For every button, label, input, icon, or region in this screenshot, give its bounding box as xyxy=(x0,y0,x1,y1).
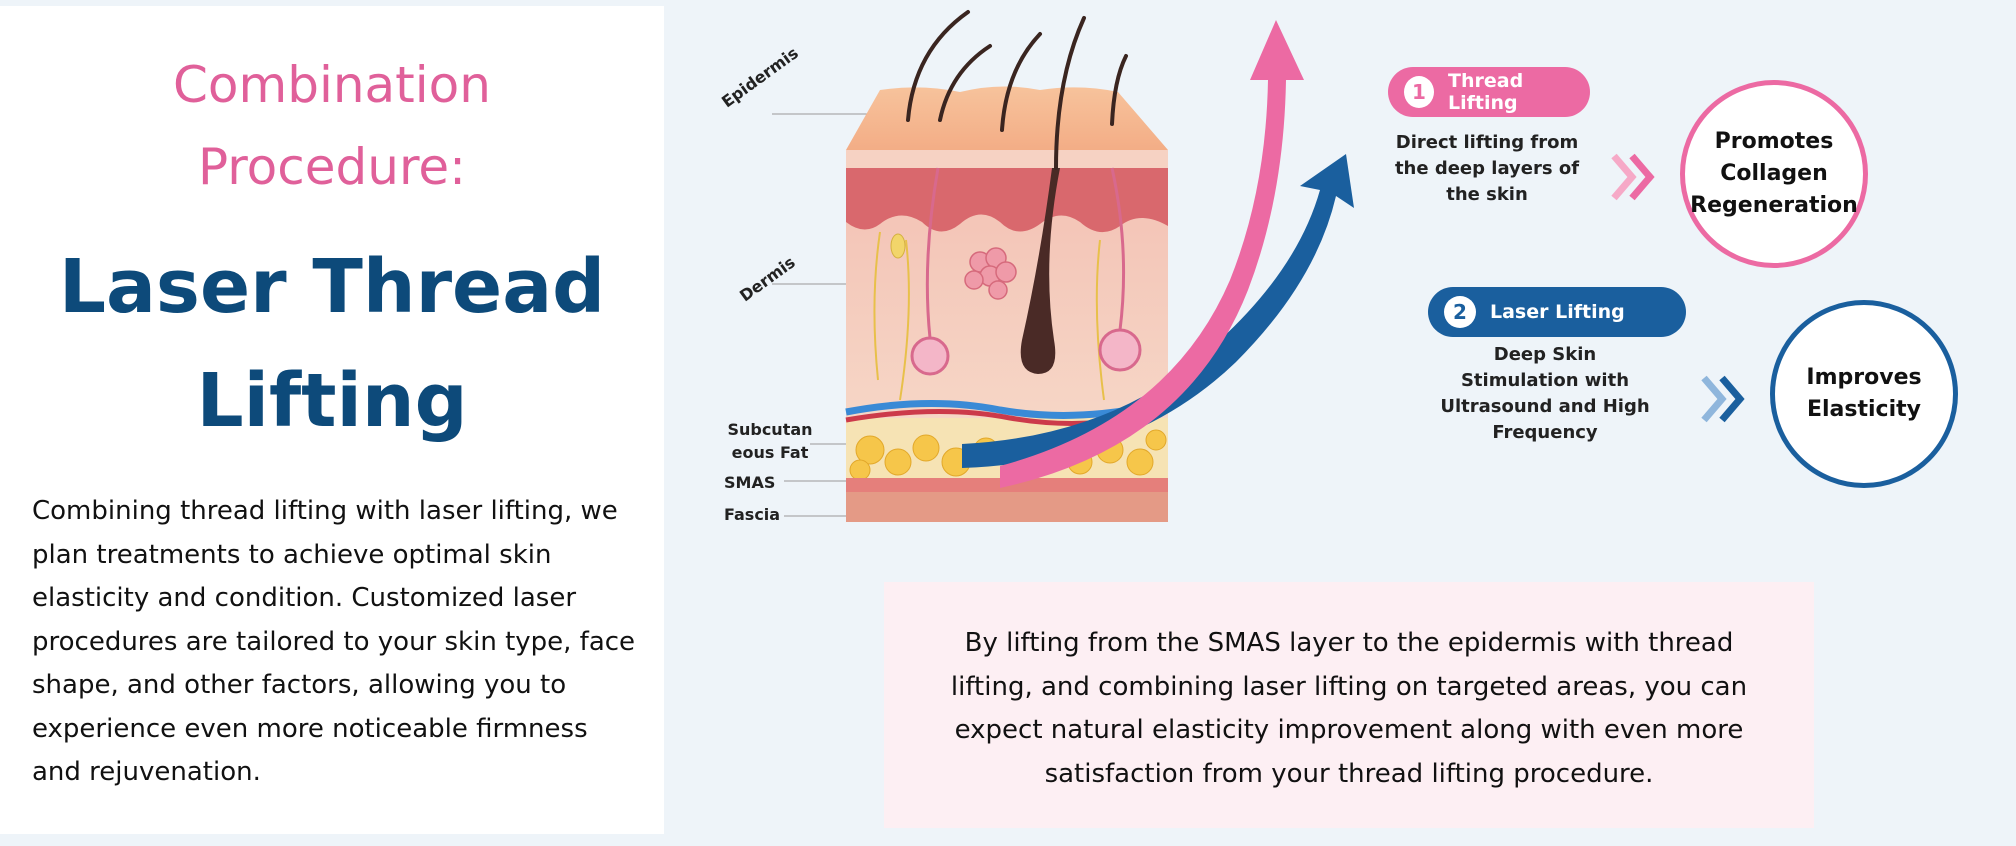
subcutaneous-line-2: eous Fat xyxy=(731,443,809,462)
desc-2-line-2: Stimulation with xyxy=(1460,370,1630,391)
step-number-1: 1 xyxy=(1404,76,1435,108)
nerve-fibres xyxy=(873,231,1105,401)
subcutaneous-fat-label: Subcutan eous Fat xyxy=(724,418,816,464)
laser-lifting-label: Laser Lifting xyxy=(1490,301,1625,323)
result-1-line-2: Collagen xyxy=(1720,161,1828,186)
fascia-label: Fascia xyxy=(724,505,781,524)
hair-strands xyxy=(906,10,1128,170)
thread-lifting-description: Direct lifting from the deep layers of t… xyxy=(1390,130,1584,208)
skin-cross-section-illustration xyxy=(772,10,1354,522)
result-2-line-2: Elasticity xyxy=(1806,397,1921,422)
desc-1-line-2: the deep layers of xyxy=(1394,158,1580,179)
sweat-duct xyxy=(925,167,1126,339)
thread-lifting-label: Thread Lifting xyxy=(1448,70,1524,114)
subtitle-line-2: Procedure: xyxy=(197,138,467,196)
collagen-result-circle: Promotes Collagen Regeneration xyxy=(1680,80,1868,268)
left-panel xyxy=(0,6,664,834)
thread-lifting-arrow xyxy=(1000,20,1304,488)
epidermis-top xyxy=(846,86,1168,150)
elasticity-result-circle: Improves Elasticity xyxy=(1770,300,1958,488)
subtitle-line-1: Combination xyxy=(173,56,491,114)
chevron-right-double-icon xyxy=(1611,153,1655,201)
result-2-line-1: Improves xyxy=(1806,365,1922,390)
hair-follicle xyxy=(1020,168,1060,374)
desc-1-line-1: Direct lifting from xyxy=(1395,132,1579,153)
desc-2-line-3: Ultrasound and High xyxy=(1440,396,1650,417)
laser-lifting-description: Deep Skin Stimulation with Ultrasound an… xyxy=(1432,342,1658,446)
stratum-layer xyxy=(846,150,1168,168)
step-number-2: 2 xyxy=(1444,296,1476,328)
page-title: Laser Thread Lifting xyxy=(0,230,664,458)
laser-lifting-badge: 2 Laser Lifting xyxy=(1428,287,1686,337)
subtitle: Combination Procedure: xyxy=(0,44,664,208)
oil-sac xyxy=(890,233,906,259)
intro-paragraph: Combining thread lifting with laser lift… xyxy=(32,496,636,787)
result-1-line-1: Promotes xyxy=(1714,129,1834,154)
title-line-2: Lifting xyxy=(196,358,468,444)
chevron-right-double-icon xyxy=(1701,375,1745,423)
desc-2-line-1: Deep Skin xyxy=(1493,344,1597,365)
title-line-1: Laser Thread xyxy=(58,244,606,330)
papillary-layer xyxy=(846,168,1168,233)
desc-1-line-3: the skin xyxy=(1446,184,1528,205)
smas-label: SMAS xyxy=(724,473,776,492)
thread-lifting-badge: 1 Thread Lifting xyxy=(1388,67,1590,117)
subcutaneous-line-1: Subcutan xyxy=(727,420,813,439)
sebaceous-gland xyxy=(964,247,1017,300)
result-1-line-3: Regeneration xyxy=(1690,193,1858,218)
fascia-layer xyxy=(846,492,1168,522)
desc-2-line-4: Frequency xyxy=(1492,422,1598,443)
summary-note: By lifting from the SMAS layer to the ep… xyxy=(884,582,1814,828)
